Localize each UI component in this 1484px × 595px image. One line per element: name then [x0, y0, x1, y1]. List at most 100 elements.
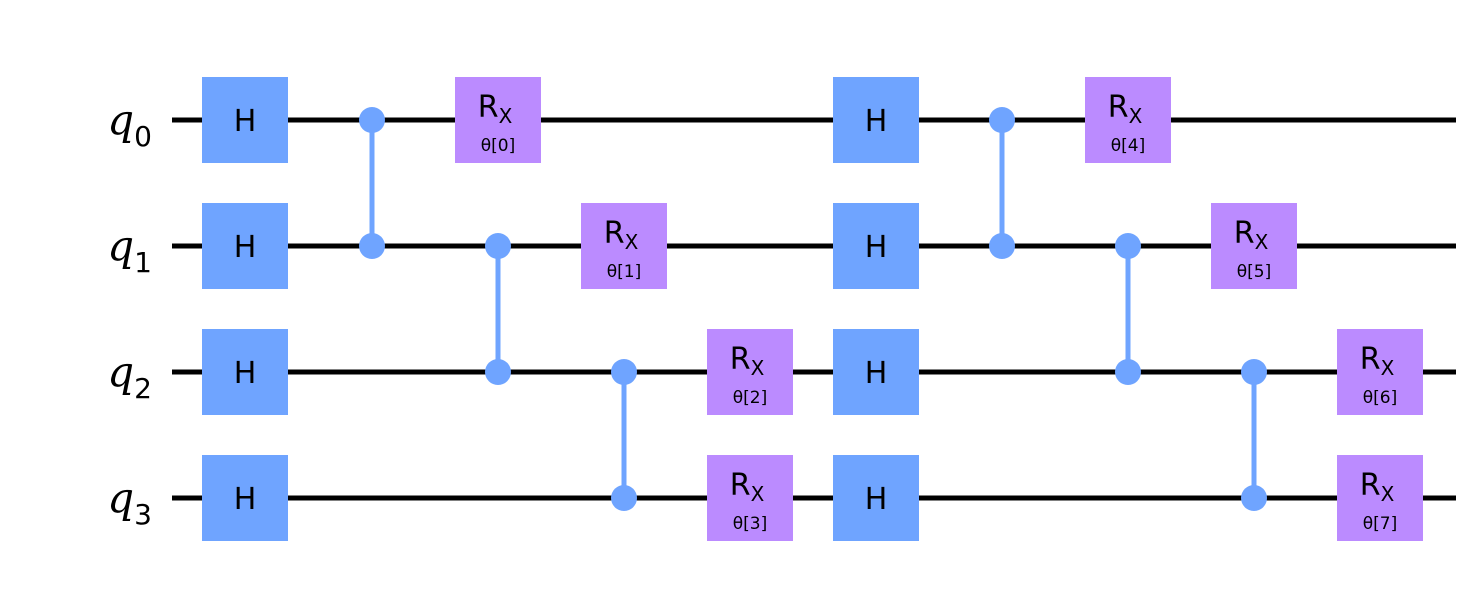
- rx-gate-param: θ[4]: [1111, 136, 1145, 156]
- cz-gate: [359, 107, 385, 259]
- rx-gate-label-sub: X: [499, 104, 513, 128]
- rx-gate-param: θ[5]: [1237, 262, 1271, 282]
- cz-control-dot: [485, 233, 511, 259]
- rx-gate-label-main: R: [1360, 342, 1381, 377]
- rx-gate-label-sub: X: [751, 482, 765, 506]
- rx-gate-box: [707, 329, 793, 415]
- rx-gate-label: RX: [478, 90, 513, 128]
- qubit-label-name: q: [107, 347, 134, 396]
- qubit-label-name: q: [107, 221, 134, 270]
- rx-gate-label: RX: [604, 216, 639, 254]
- qubit-label-index: 2: [134, 372, 152, 405]
- qubit-label-0: q0: [107, 95, 152, 153]
- rx-gate-label: RX: [1234, 216, 1269, 254]
- rx-gate-label-main: R: [730, 342, 751, 377]
- rx-gate: RXθ[5]: [1211, 203, 1297, 289]
- h-gate: H: [833, 455, 919, 541]
- h-gate-label: H: [234, 104, 257, 139]
- rx-gate-label-sub: X: [1129, 104, 1143, 128]
- rx-gate-param: θ[7]: [1363, 514, 1397, 534]
- rx-gate-label-sub: X: [751, 356, 765, 380]
- rx-gate: RX θ[1]: [581, 203, 667, 289]
- rx-gate: RXθ[4]: [1085, 77, 1171, 163]
- h-gate: H: [833, 203, 919, 289]
- h-gate: H: [833, 77, 919, 163]
- qubit-label-3: q3: [107, 473, 152, 531]
- rx-gate: RXθ[0]: [455, 77, 541, 163]
- rx-gate-box: [581, 203, 667, 289]
- rx-gate-box: [455, 77, 541, 163]
- rx-gate-label-main: R: [1360, 468, 1381, 503]
- cz-control-dot: [1241, 485, 1267, 511]
- rx-gate-param: θ[1]: [607, 262, 641, 282]
- rx-gate-box: [707, 455, 793, 541]
- rx-gate-box: [1211, 203, 1297, 289]
- h-gate-box: [202, 203, 288, 289]
- qubit-label-index: 0: [134, 120, 152, 153]
- rx-gate-label-sub: X: [1381, 482, 1395, 506]
- rx-gate-label-main: R: [730, 468, 751, 503]
- qubit-label-name: q: [107, 473, 134, 522]
- h-gate-box: [833, 203, 919, 289]
- rx-gate-param: θ[3]: [733, 514, 767, 534]
- h-gate-box: [202, 455, 288, 541]
- rx-gate-label: RX: [730, 342, 765, 380]
- h-gate-label: H: [234, 230, 257, 265]
- h-gate-box: [202, 77, 288, 163]
- rx-gate-param: θ[2]: [733, 388, 767, 408]
- h-gate-label: H: [234, 482, 257, 517]
- rx-gate-label-main: R: [1234, 216, 1255, 251]
- qubit-wires: [172, 117, 1456, 501]
- h-gate-label: H: [865, 104, 888, 139]
- h-gate-box: [833, 455, 919, 541]
- rx-gate-param: θ[6]: [1363, 388, 1397, 408]
- h-gate: H: [202, 455, 288, 541]
- rx-gate-label: RX: [1360, 342, 1395, 380]
- cz-gate: [611, 359, 637, 511]
- cz-connectors: [359, 107, 1267, 511]
- cz-control-dot: [611, 359, 637, 385]
- cz-gate: [1241, 359, 1267, 511]
- h-gate-box: [833, 77, 919, 163]
- cz-gate: [485, 233, 511, 385]
- h-gate-label: H: [865, 356, 888, 391]
- qubit-label-name: q: [107, 95, 134, 144]
- cz-control-dot: [1241, 359, 1267, 385]
- rx-gate-param: θ[0]: [481, 136, 515, 156]
- rx-gate-label-main: R: [478, 90, 499, 125]
- h-gate: H: [833, 329, 919, 415]
- rx-gate-label-sub: X: [625, 230, 639, 254]
- h-gate: H: [202, 329, 288, 415]
- qubit-label-2: q2: [107, 347, 152, 405]
- cz-control-dot: [989, 107, 1015, 133]
- rx-gate: RXθ[2]: [707, 329, 793, 415]
- rx-gate: RXθ[6]: [1337, 329, 1423, 415]
- h-gate: H: [202, 77, 288, 163]
- h-gate: H: [202, 203, 288, 289]
- cz-control-dot: [1115, 359, 1141, 385]
- rx-gate-label-sub: X: [1381, 356, 1395, 380]
- rx-gate-box: [1337, 455, 1423, 541]
- cz-control-dot: [485, 359, 511, 385]
- rx-gate-box: [1337, 329, 1423, 415]
- qubit-label-1: q1: [107, 221, 152, 279]
- cz-control-dot: [989, 233, 1015, 259]
- rx-gate: RXθ[7]: [1337, 455, 1423, 541]
- rx-gate: RXθ[3]: [707, 455, 793, 541]
- cz-control-dot: [359, 107, 385, 133]
- rx-gate-label-main: R: [1108, 90, 1129, 125]
- cz-gate: [989, 107, 1015, 259]
- rx-gate-box: [1085, 77, 1171, 163]
- h-gate-box: [202, 329, 288, 415]
- h-gate-label: H: [234, 356, 257, 391]
- h-gate-box: [833, 329, 919, 415]
- h-gate-label: H: [865, 482, 888, 517]
- rx-gate-label-sub: X: [1255, 230, 1269, 254]
- rx-gate-label: RX: [1108, 90, 1143, 128]
- qubit-label-index: 1: [134, 246, 152, 279]
- cz-control-dot: [611, 485, 637, 511]
- qubit-label-index: 3: [134, 498, 152, 531]
- cz-gate: [1115, 233, 1141, 385]
